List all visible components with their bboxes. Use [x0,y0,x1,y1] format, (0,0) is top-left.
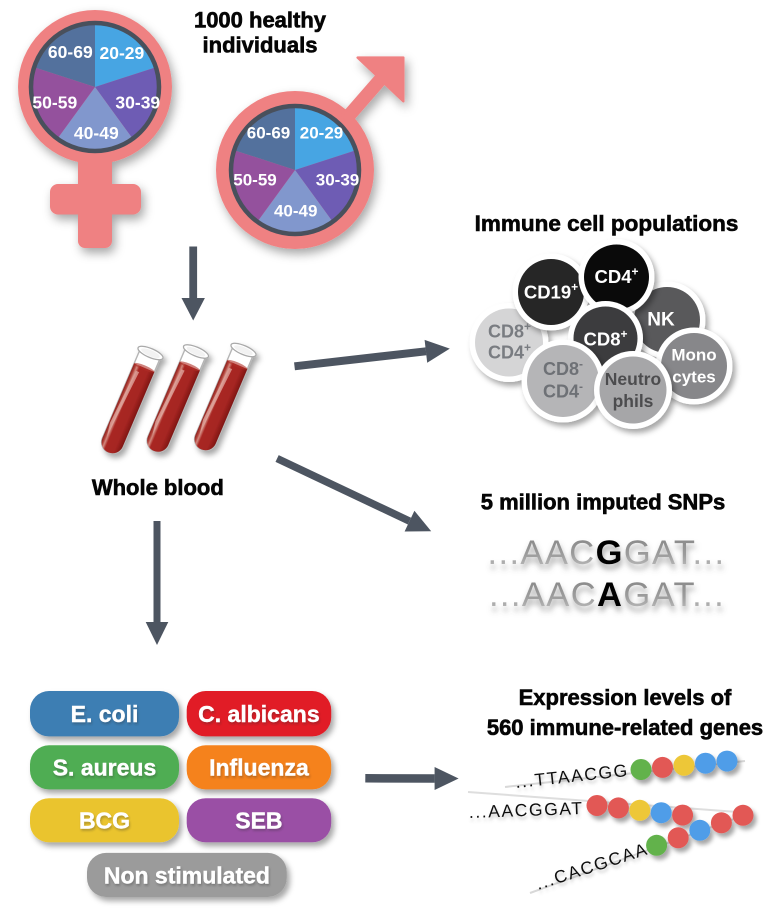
svg-text:phils: phils [613,391,654,411]
svg-text:Non stimulated: Non stimulated [104,862,270,888]
svg-text:1000 healthy: 1000 healthy [194,8,327,33]
svg-text:S. aureus: S. aureus [53,755,157,781]
svg-text:CD4-: CD4- [543,380,583,402]
svg-text:Whole blood: Whole blood [92,475,224,500]
svg-text:CD4+: CD4+ [594,265,638,288]
svg-text:individuals: individuals [203,33,318,58]
svg-text:Neutro: Neutro [605,369,661,389]
svg-text:Expression levels of: Expression levels of [519,685,732,710]
svg-text:Mono: Mono [671,346,716,365]
svg-text:E. coli: E. coli [71,701,139,727]
svg-text:60-69: 60-69 [48,42,93,62]
svg-text:50-59: 50-59 [233,171,276,190]
svg-text:40-49: 40-49 [74,123,119,143]
svg-text:CD19+: CD19+ [524,280,578,303]
svg-text:20-29: 20-29 [100,43,145,63]
svg-text:...TTAACGG: ...TTAACGG [514,760,629,792]
svg-text:30-39: 30-39 [115,93,160,113]
svg-text:cytes: cytes [672,368,715,387]
svg-text:40-49: 40-49 [274,202,317,221]
svg-text:Influenza: Influenza [209,755,309,781]
svg-text:...AACGGAT...: ...AACGGAT... [487,534,725,572]
svg-text:560 immune-related genes: 560 immune-related genes [487,715,763,740]
svg-text:20-29: 20-29 [300,124,343,143]
svg-text:C. albicans: C. albicans [198,701,319,727]
svg-text:...AACGGAT: ...AACGGAT [468,798,583,822]
svg-text:NK: NK [647,310,675,331]
svg-text:...AACAGAT...: ...AACAGAT... [489,576,725,614]
svg-text:BCG: BCG [79,808,130,834]
svg-text:5 million imputed SNPs: 5 million imputed SNPs [481,490,725,515]
svg-text:CD8-: CD8- [543,357,583,379]
svg-text:...CACGCAA: ...CACGCAA [533,839,651,894]
svg-text:CD8+: CD8+ [488,320,531,342]
svg-text:60-69: 60-69 [247,124,290,143]
svg-text:CD4+: CD4+ [488,341,531,363]
svg-text:CD8+: CD8+ [583,327,627,350]
svg-text:50-59: 50-59 [32,93,77,113]
svg-text:Immune cell populations: Immune cell populations [475,211,739,236]
svg-text:SEB: SEB [235,808,282,834]
svg-text:30-39: 30-39 [316,171,359,190]
